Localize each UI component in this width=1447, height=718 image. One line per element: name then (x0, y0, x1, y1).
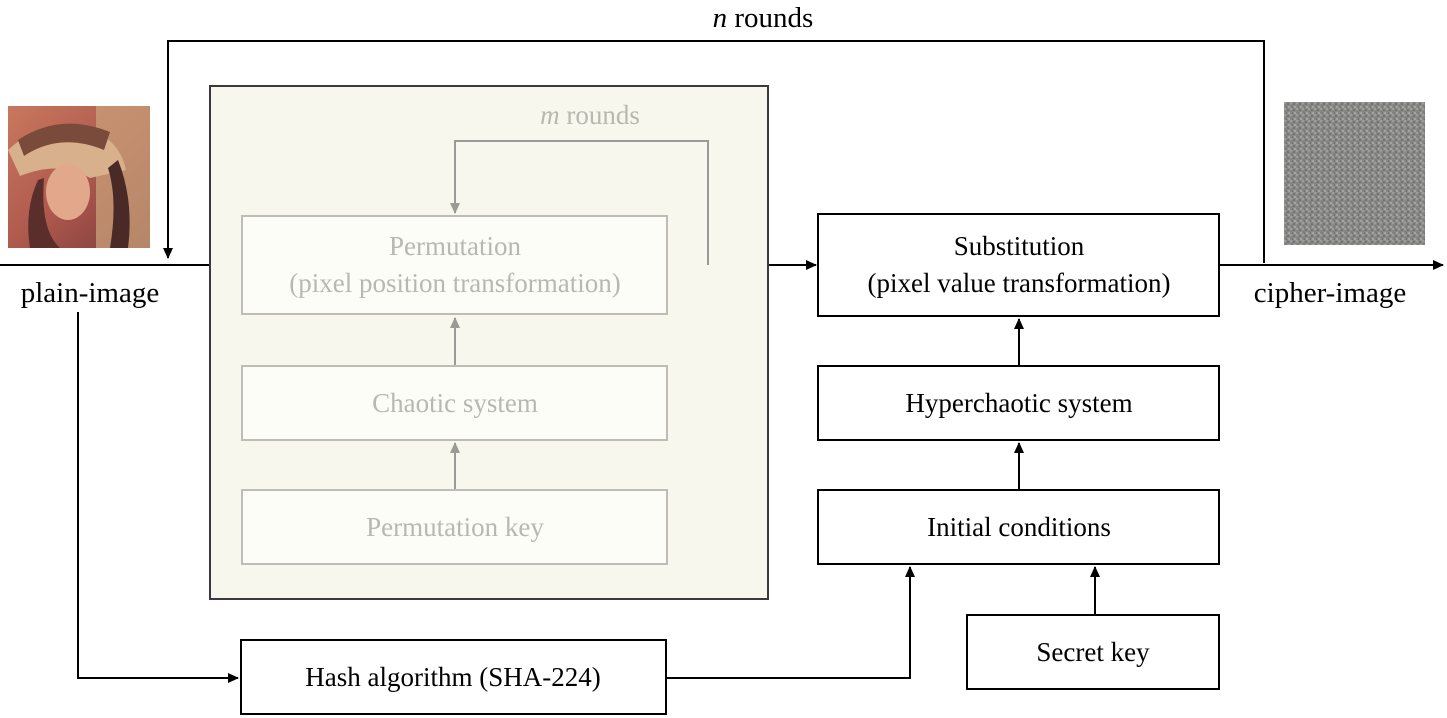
n-rounds-loop: n rounds (163, 2, 1265, 263)
substitution-title: Substitution (954, 231, 1085, 261)
chaotic-system-label: Chaotic system (372, 388, 538, 418)
permutation-subtitle: (pixel position transformation) (289, 268, 620, 298)
cipher-image-thumbnail (1284, 102, 1425, 245)
permutation-panel: m rounds Permutation (pixel position tra… (209, 85, 769, 600)
permutation-key-block (241, 489, 668, 565)
secret-key-block (966, 614, 1220, 690)
hyperchaotic-system-block (817, 365, 1220, 441)
permutation-title: Permutation (389, 231, 521, 261)
substitution-stack: Substitution (pixel value transformation… (817, 213, 1220, 690)
plain-image-label: plain-image (21, 277, 160, 309)
substitution-block (817, 213, 1220, 317)
m-rounds-label: m rounds (540, 100, 640, 130)
initial-conditions-label: Initial conditions (927, 512, 1111, 542)
permutation-key-label: Permutation key (366, 512, 544, 542)
secret-key-label: Secret key (1036, 637, 1150, 667)
permutation-block (241, 215, 668, 315)
hash-algorithm-block (240, 639, 667, 715)
hash-algorithm-label: Hash algorithm (SHA-224) (305, 662, 600, 692)
hyperchaotic-system-label: Hyperchaotic system (905, 388, 1132, 418)
chaotic-system-block (241, 365, 668, 441)
hash-path: Hash algorithm (SHA-224) (77, 312, 915, 715)
plain-image-thumbnail (8, 106, 150, 248)
substitution-subtitle: (pixel value transformation) (868, 268, 1171, 298)
n-rounds-label: n rounds (713, 2, 814, 34)
cipher-image-label: cipher-image (1254, 277, 1406, 309)
initial-conditions-block (817, 489, 1220, 565)
